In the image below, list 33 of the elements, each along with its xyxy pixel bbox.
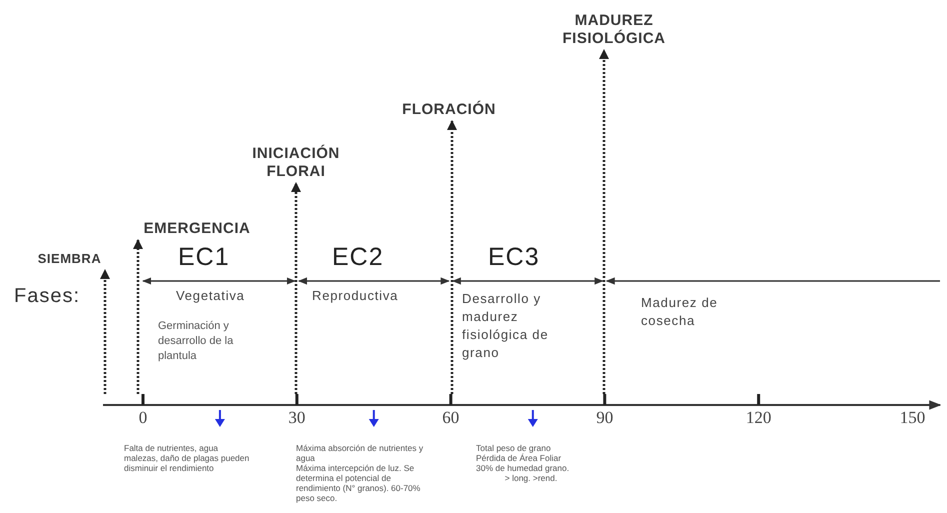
dotted-arrow: [599, 49, 609, 394]
milestone-label: EMERGENCIA: [114, 220, 280, 238]
phase-code: EC2: [332, 243, 385, 271]
note-text: Falta de nutrientes, agua malezas, daño de plagas pueden disminuir el rendimiento: [124, 443, 250, 473]
phase-description: Reproductiva: [312, 288, 400, 304]
note-text: Máxima intercepción de luz. Se determina el potencial de rendimiento (N° granos). 60-70% peso seco.: [296, 463, 422, 503]
axis-tick-label: 60: [441, 408, 460, 428]
note-text: Total peso de grano: [476, 443, 552, 453]
note-text: Pérdida de Área Foliar: [476, 453, 562, 463]
note-text: Máxima absorción de nutrientes y agua: [296, 443, 424, 463]
phase-description: Madurez de cosecha: [641, 294, 719, 330]
dotted-arrow: [133, 239, 143, 394]
phase-description: Germinación y desarrollo de la plantula: [158, 319, 234, 364]
milestone-label: MADUREZ FISIOLÓGICA: [534, 12, 694, 48]
axis-tick-label: 30: [287, 408, 306, 428]
note-text: > long. >rend.: [504, 473, 558, 483]
axis-tick-label: 120: [744, 408, 772, 428]
milestone-label: SIEMBRA: [12, 250, 127, 268]
dotted-arrow: [100, 269, 110, 394]
phase-description: Desarrollo y madurez fisiológica de grano: [462, 290, 550, 362]
phase-description: Vegetativa: [176, 288, 246, 304]
phase-code: EC3: [488, 243, 541, 271]
note-text: 30% de humedad grano.: [476, 463, 570, 473]
time-axis: [103, 394, 942, 410]
axis-tick-label: 0: [138, 408, 148, 428]
phase-code: EC1: [178, 243, 231, 271]
milestone-label: INICIACIÓN FLORAI: [236, 145, 356, 181]
row-heading: Fases:: [14, 284, 82, 308]
milestone-label: FLORACIÓN: [376, 101, 522, 119]
axis-tick-label: 90: [595, 408, 614, 428]
dotted-arrow: [447, 120, 457, 394]
dotted-arrow: [291, 182, 301, 394]
axis-tick-label: 150: [898, 408, 926, 428]
